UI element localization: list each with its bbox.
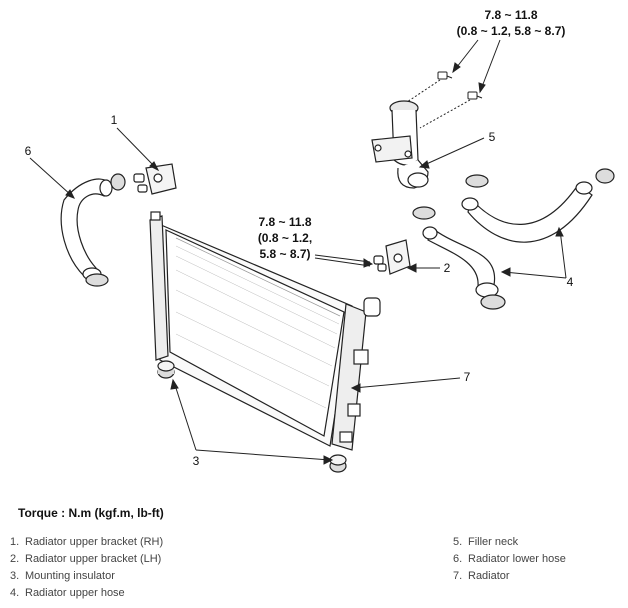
legend-item: 4. Radiator upper hose [10,585,163,602]
upper-hose-illustration [412,168,615,310]
legend-label: Mounting insulator [25,570,115,582]
torque-mid-line3: 5.8 ~ 8.7) [259,247,310,261]
legend-label: Radiator upper bracket (LH) [25,553,162,565]
legend-item: 5. Filler neck [453,534,566,551]
legend-number: 3. [10,570,20,582]
lower-hose-illustration [60,173,126,287]
callout-leaders [29,127,567,465]
callout-3: 3 [193,454,200,468]
filler-neck-illustration [371,100,429,189]
legend-right: 5. Filler neck 6. Radiator lower hose 7. Ra… [453,534,566,585]
legend-label: Radiator [468,570,510,582]
callout-6: 6 [25,144,32,158]
legend-item: 1. Radiator upper bracket (RH) [10,534,163,551]
callout-5: 5 [489,130,496,144]
legend-left: 1. Radiator upper bracket (RH) 2. Radiator… [10,534,163,602]
legend-item: 2. Radiator upper bracket (LH) [10,551,163,568]
torque-top-leaders [452,39,501,94]
torque-top-line2: (0.8 ~ 1.2, 5.8 ~ 8.7) [457,24,566,38]
callout-4: 4 [567,275,574,289]
legend-item: 6. Radiator lower hose [453,551,566,568]
callout-2: 2 [444,261,451,275]
callout-7: 7 [464,370,471,384]
bracket-lh-illustration [373,239,411,275]
legend-number: 2. [10,553,20,565]
torque-mid-line1: 7.8 ~ 11.8 [258,215,311,229]
legend-number: 1. [10,536,20,548]
legend-number: 4. [10,587,20,599]
exploded-diagram: 7.8 ~ 11.8 (0.8 ~ 1.2, 5.8 ~ 8.7) 7.8 ~ … [25,8,615,473]
radiator-illustration [149,211,381,451]
legend-number: 6. [453,553,463,565]
bracket-rh-illustration [133,163,177,195]
legend-label: Filler neck [468,536,519,548]
legend-item: 3. Mounting insulator [10,568,163,585]
torque-top-line1: 7.8 ~ 11.8 [484,8,537,22]
insulator-illustration [157,360,347,473]
legend-item: 7. Radiator [453,568,566,585]
callout-1: 1 [111,113,118,127]
legend-number: 7. [453,570,463,582]
torque-mid-line2: (0.8 ~ 1.2, [258,231,312,245]
legend-label: Radiator upper bracket (RH) [25,536,164,548]
torque-mid-leaders [314,254,374,268]
legend-label: Radiator lower hose [468,553,566,565]
legend-number: 5. [453,536,463,548]
legend-label: Radiator upper hose [25,587,125,599]
torque-unit-title: Torque : N.m (kgf.m, lb-ft) [18,506,164,520]
